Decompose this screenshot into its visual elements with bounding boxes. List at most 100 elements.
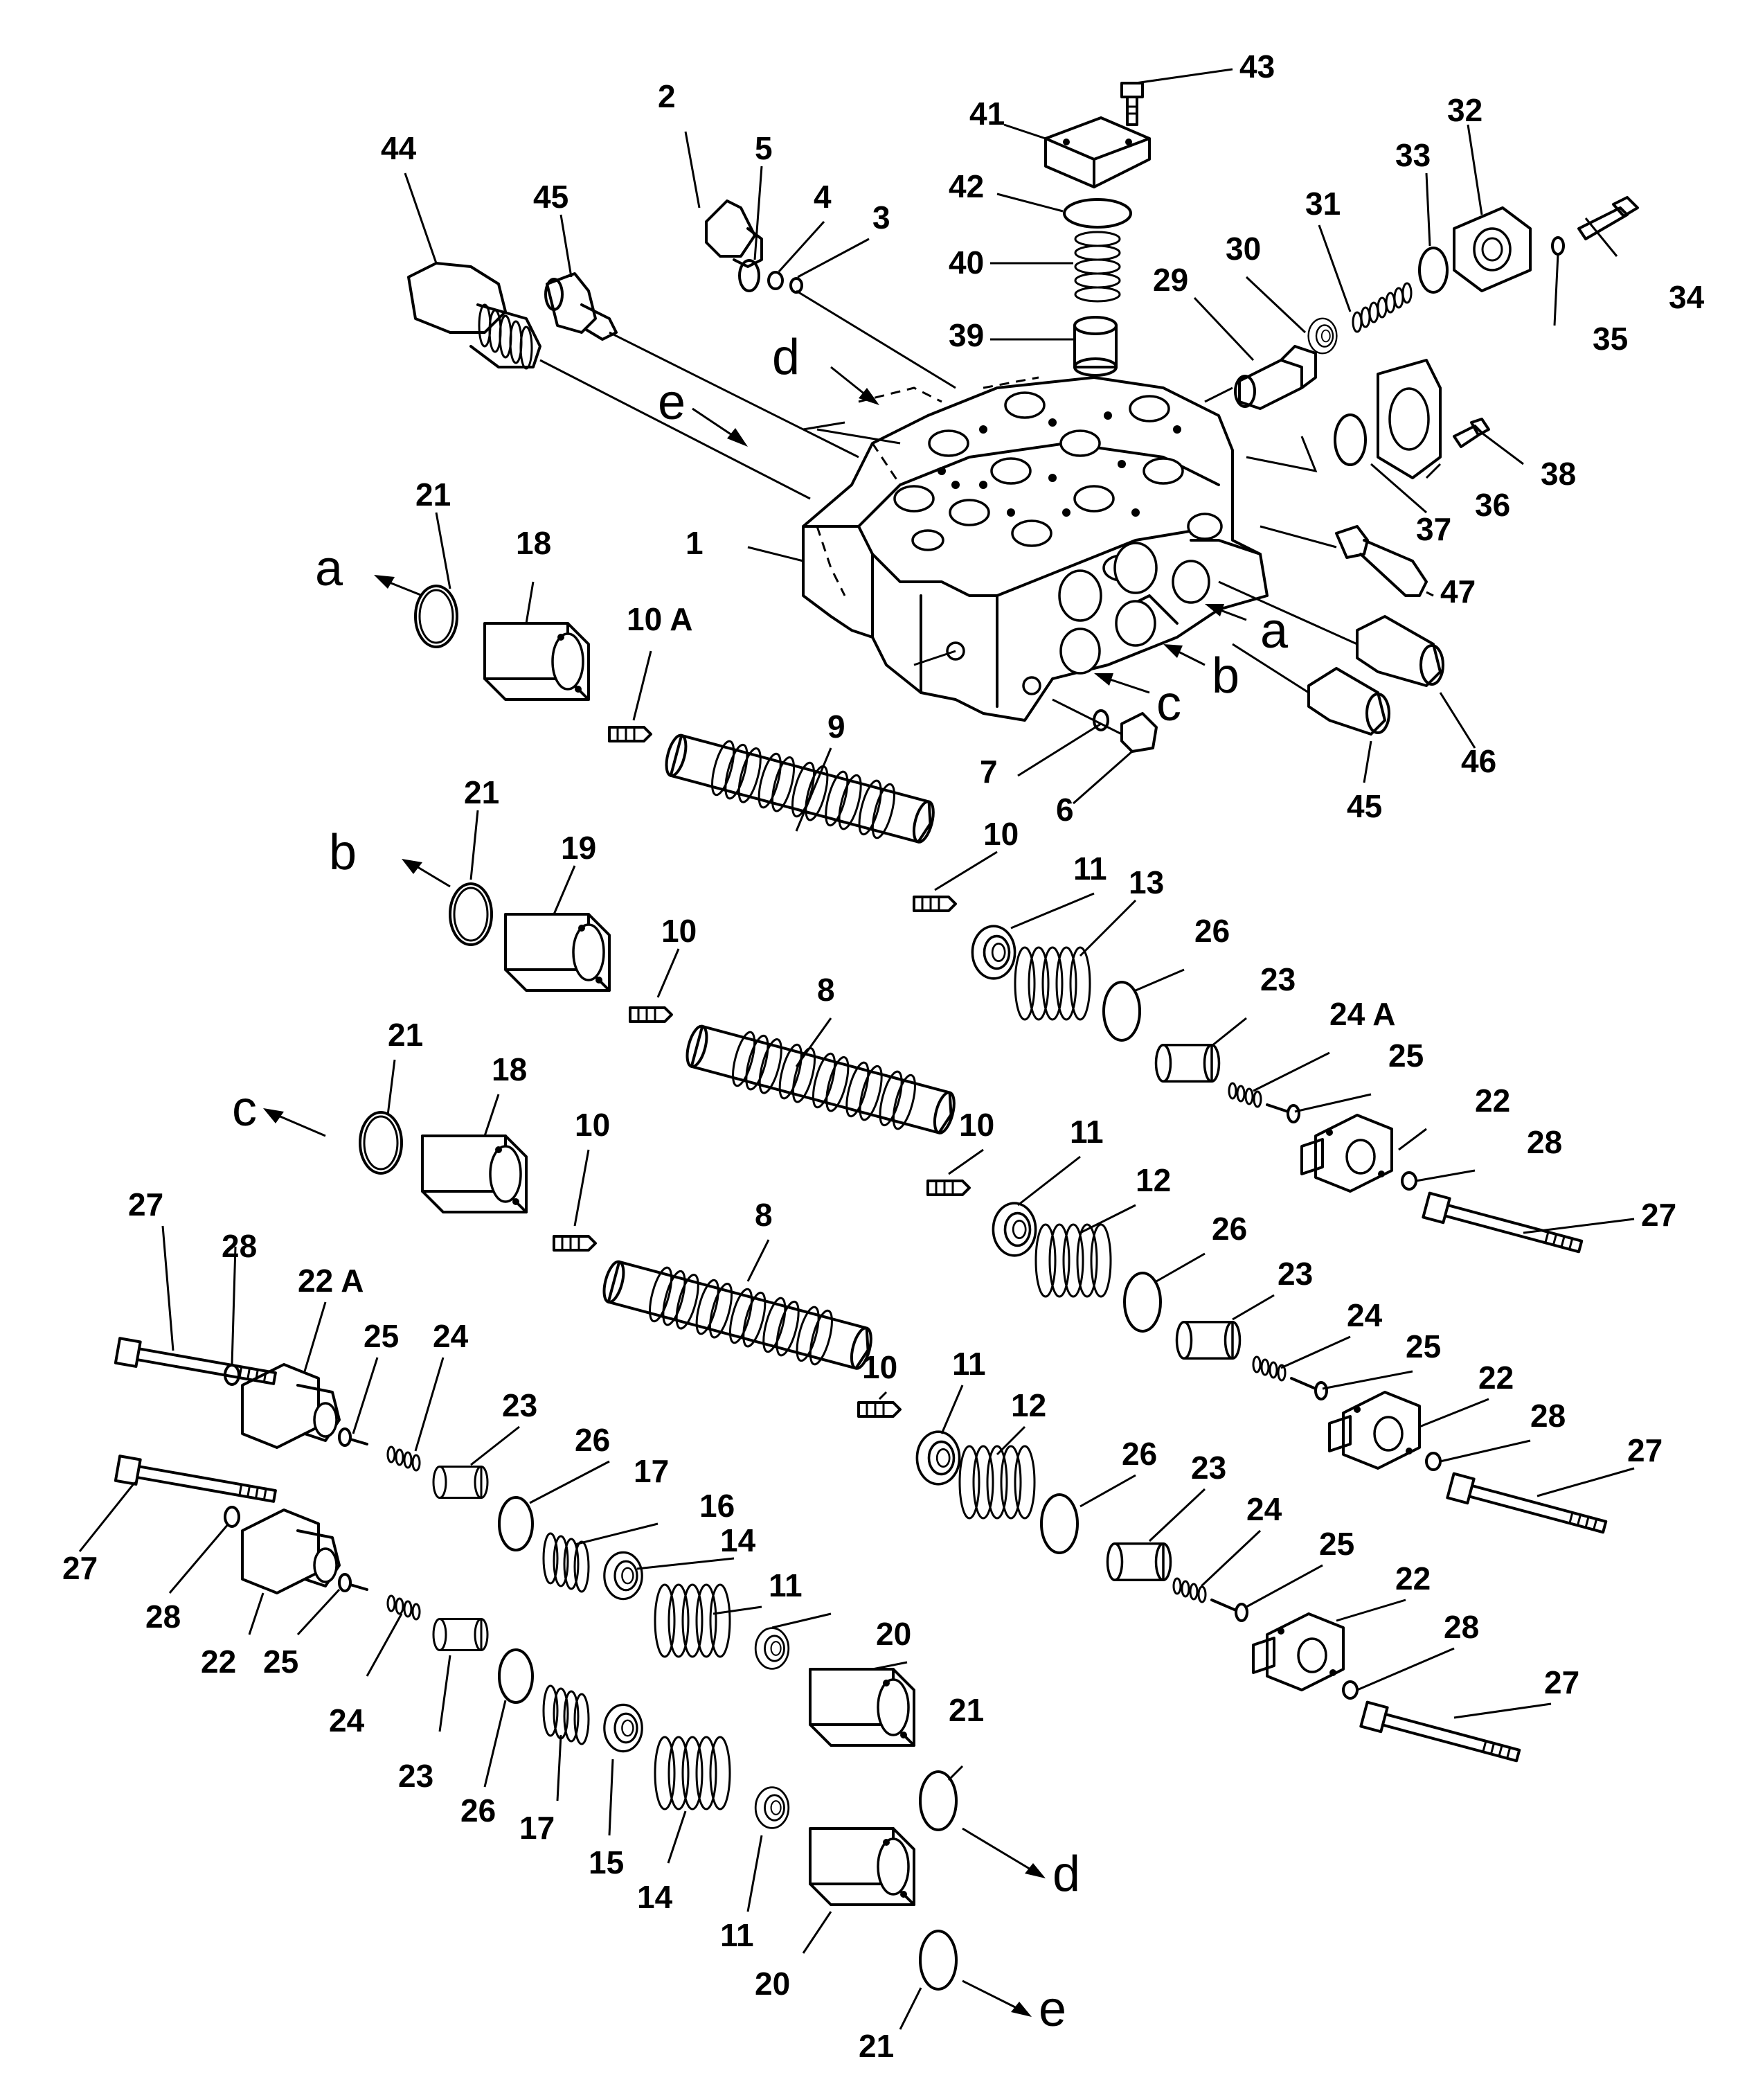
part-10-pin-row2a [629, 1006, 673, 1023]
callout-45-top: 45 [533, 179, 568, 215]
callout-5: 5 [755, 130, 773, 166]
part-26-o-ring-row3 [1040, 1493, 1079, 1554]
part-46-valve [1356, 615, 1444, 687]
callout-12-row3: 12 [1011, 1387, 1046, 1423]
callout-37: 37 [1416, 511, 1451, 547]
part-10-pin-row2b [926, 1180, 971, 1196]
callout-27-left-lower: 27 [62, 1550, 98, 1586]
part-15-retainer [602, 1703, 644, 1753]
callout-14-lower: 14 [637, 1879, 673, 1915]
part-26-o-ring-row2 [1123, 1272, 1162, 1333]
callout-44: 44 [381, 130, 417, 166]
part-23-sleeve-row3 [1106, 1542, 1172, 1582]
part-45-valve-top [544, 272, 618, 341]
ref-d-top: d [772, 330, 800, 385]
part-3-ring [789, 277, 803, 294]
part-13-spring [1014, 946, 1091, 1021]
callout-21-row2: 21 [464, 774, 499, 810]
part-27-bolt-left-upper [114, 1337, 278, 1392]
callout-27-left-upper: 27 [128, 1186, 163, 1222]
part-24A-spring [1228, 1082, 1262, 1108]
part-43-bolt [1120, 82, 1144, 126]
callout-26-left-lower: 26 [460, 1792, 496, 1828]
callout-22-row3: 22 [1395, 1560, 1431, 1596]
part-12-spring-row3 [958, 1445, 1036, 1520]
part-20-cap-lower [809, 1827, 915, 1906]
callout-10-row2b: 10 [959, 1107, 994, 1143]
part-23-sleeve-left-upper [432, 1466, 489, 1499]
part-22-endcap-left-lower [241, 1509, 341, 1594]
part-25-stopper-row1 [1266, 1103, 1300, 1123]
part-21-o-ring-row2 [449, 882, 493, 946]
ref-e-bottom: e [1039, 1982, 1066, 2037]
callout-23-row1: 23 [1260, 961, 1296, 997]
callout-6: 6 [1056, 792, 1074, 828]
callout-11-left-upper: 11 [769, 1567, 803, 1603]
part-22A-endcap [241, 1363, 341, 1449]
part-21-o-ring-upper [919, 1770, 958, 1831]
part-30-retainer [1307, 317, 1338, 355]
callout-25-row1: 25 [1388, 1038, 1424, 1074]
callout-2: 2 [658, 78, 676, 114]
part-37-o-ring [1334, 413, 1367, 466]
callout-24-row3: 24 [1246, 1491, 1282, 1527]
callout-11-left-lower: 11 [720, 1917, 754, 1953]
ref-b-left: b [329, 825, 357, 880]
callout-10-row1b: 10 [983, 816, 1019, 852]
ref-d-bottom: d [1052, 1847, 1080, 1902]
part-14-spring-lower [654, 1736, 731, 1810]
part-24-spring-left-lower [386, 1594, 421, 1621]
part-27-bolt-row1 [1422, 1191, 1585, 1260]
callout-25-row2: 25 [1406, 1328, 1441, 1364]
ref-c-left: c [232, 1081, 257, 1137]
callout-19: 19 [561, 830, 596, 866]
callout-labels: 43 41 42 40 39 2 5 4 3 44 45 32 33 31 30… [62, 48, 1705, 2064]
part-21-o-ring-row3 [359, 1111, 403, 1175]
part-11-retainer-left-lower [754, 1786, 790, 1829]
callout-1: 1 [686, 525, 704, 561]
part-10-pin-row1b [913, 896, 957, 912]
callout-22-left-lower: 22 [201, 1644, 236, 1680]
part-8-spool-row2 [680, 1016, 961, 1144]
ref-arrows [263, 366, 1247, 2017]
ref-a-right: a [1260, 603, 1289, 659]
part-17-spring-lower [542, 1684, 590, 1745]
part-32-flange [1453, 206, 1532, 292]
callout-43: 43 [1239, 48, 1275, 84]
callout-10A: 10 A [627, 601, 692, 637]
part-44-valve [407, 262, 541, 370]
part-45-valve-right [1307, 667, 1390, 736]
part-28-washer-left-lower [224, 1506, 240, 1528]
part-24-spring-row2 [1252, 1355, 1287, 1382]
callout-26-row1: 26 [1194, 913, 1230, 949]
callout-17-lower: 17 [519, 1810, 555, 1846]
part-41-cover [1044, 116, 1151, 188]
part-11-retainer-row2 [992, 1202, 1037, 1257]
assembly-axes [539, 290, 1358, 736]
part-10A-pin [608, 726, 652, 742]
part-28-washer-left-upper [224, 1364, 240, 1386]
leader-lines [78, 68, 1635, 2030]
ref-e-top: e [658, 375, 686, 430]
callout-23-row3: 23 [1191, 1450, 1226, 1486]
callout-15: 15 [589, 1844, 624, 1880]
part-22-endcap-row3 [1252, 1612, 1345, 1691]
callout-39: 39 [949, 317, 984, 353]
callout-10-row3a: 10 [575, 1107, 610, 1143]
callout-25-row3: 25 [1319, 1526, 1354, 1562]
reference-letters: a a b b c c d d e e [232, 330, 1289, 2037]
part-19-cap [504, 913, 611, 992]
part-23-sleeve-row2 [1175, 1320, 1242, 1360]
callout-28-left-upper: 28 [222, 1228, 257, 1264]
callout-10-row3b: 10 [862, 1349, 897, 1385]
part-6-plug [1120, 712, 1158, 753]
part-31-spring [1352, 282, 1413, 333]
part-11-retainer-left-upper [754, 1627, 790, 1670]
part-11-retainer-row3 [915, 1430, 961, 1486]
callout-24-row2: 24 [1347, 1297, 1383, 1333]
part-25-stopper-row2 [1290, 1377, 1328, 1400]
part-2-plug [705, 199, 763, 268]
part-36-flange [1377, 359, 1442, 479]
part-12-spring-row2 [1034, 1223, 1112, 1298]
part-5-o-ring [738, 259, 760, 292]
